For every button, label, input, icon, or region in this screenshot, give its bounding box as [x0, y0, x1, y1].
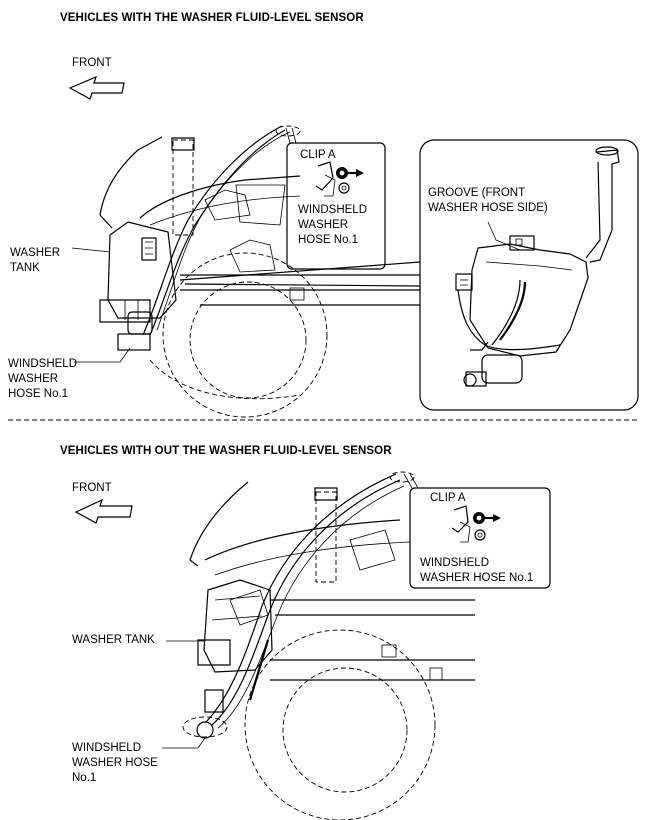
washer-tank-label-top: WASHER TANK — [10, 247, 61, 274]
washer-tank-label-bottom: WASHER TANK — [72, 634, 155, 646]
hose-label-top: WINDSHELD WASHER HOSE No.1 — [8, 358, 78, 400]
section-title-without-sensor: VEHICLES WITH OUT THE WASHER FLUID-LEVEL… — [60, 445, 392, 457]
callout-hose-label-top: WINDSHELD WASHER HOSE No.1 — [298, 204, 368, 246]
clip-a-callout-top — [285, 127, 386, 270]
front-label-top: FRONT — [72, 57, 112, 69]
tank-detail-box — [419, 139, 639, 411]
engine-bay-top — [71, 125, 421, 418]
engine-bay-bottom — [162, 471, 475, 820]
front-arrow-bottom — [74, 498, 133, 524]
section-title-with-sensor: VEHICLES WITH THE WASHER FLUID-LEVEL SEN… — [60, 12, 364, 24]
hose-label-bottom: WINDSHELD WASHER HOSE No.1 — [72, 742, 158, 784]
callout-hose-label-bottom: WINDSHELD WASHER HOSE No.1 — [420, 557, 534, 584]
clip-a-callout-bottom — [403, 473, 551, 589]
groove-label: GROOVE (FRONT WASHER HOSE SIDE) — [428, 187, 548, 214]
clip-a-label-bottom: CLIP A — [430, 492, 466, 504]
front-label-bottom: FRONT — [72, 482, 112, 494]
front-arrow-top — [68, 75, 125, 100]
clip-a-label-top: CLIP A — [300, 149, 336, 161]
